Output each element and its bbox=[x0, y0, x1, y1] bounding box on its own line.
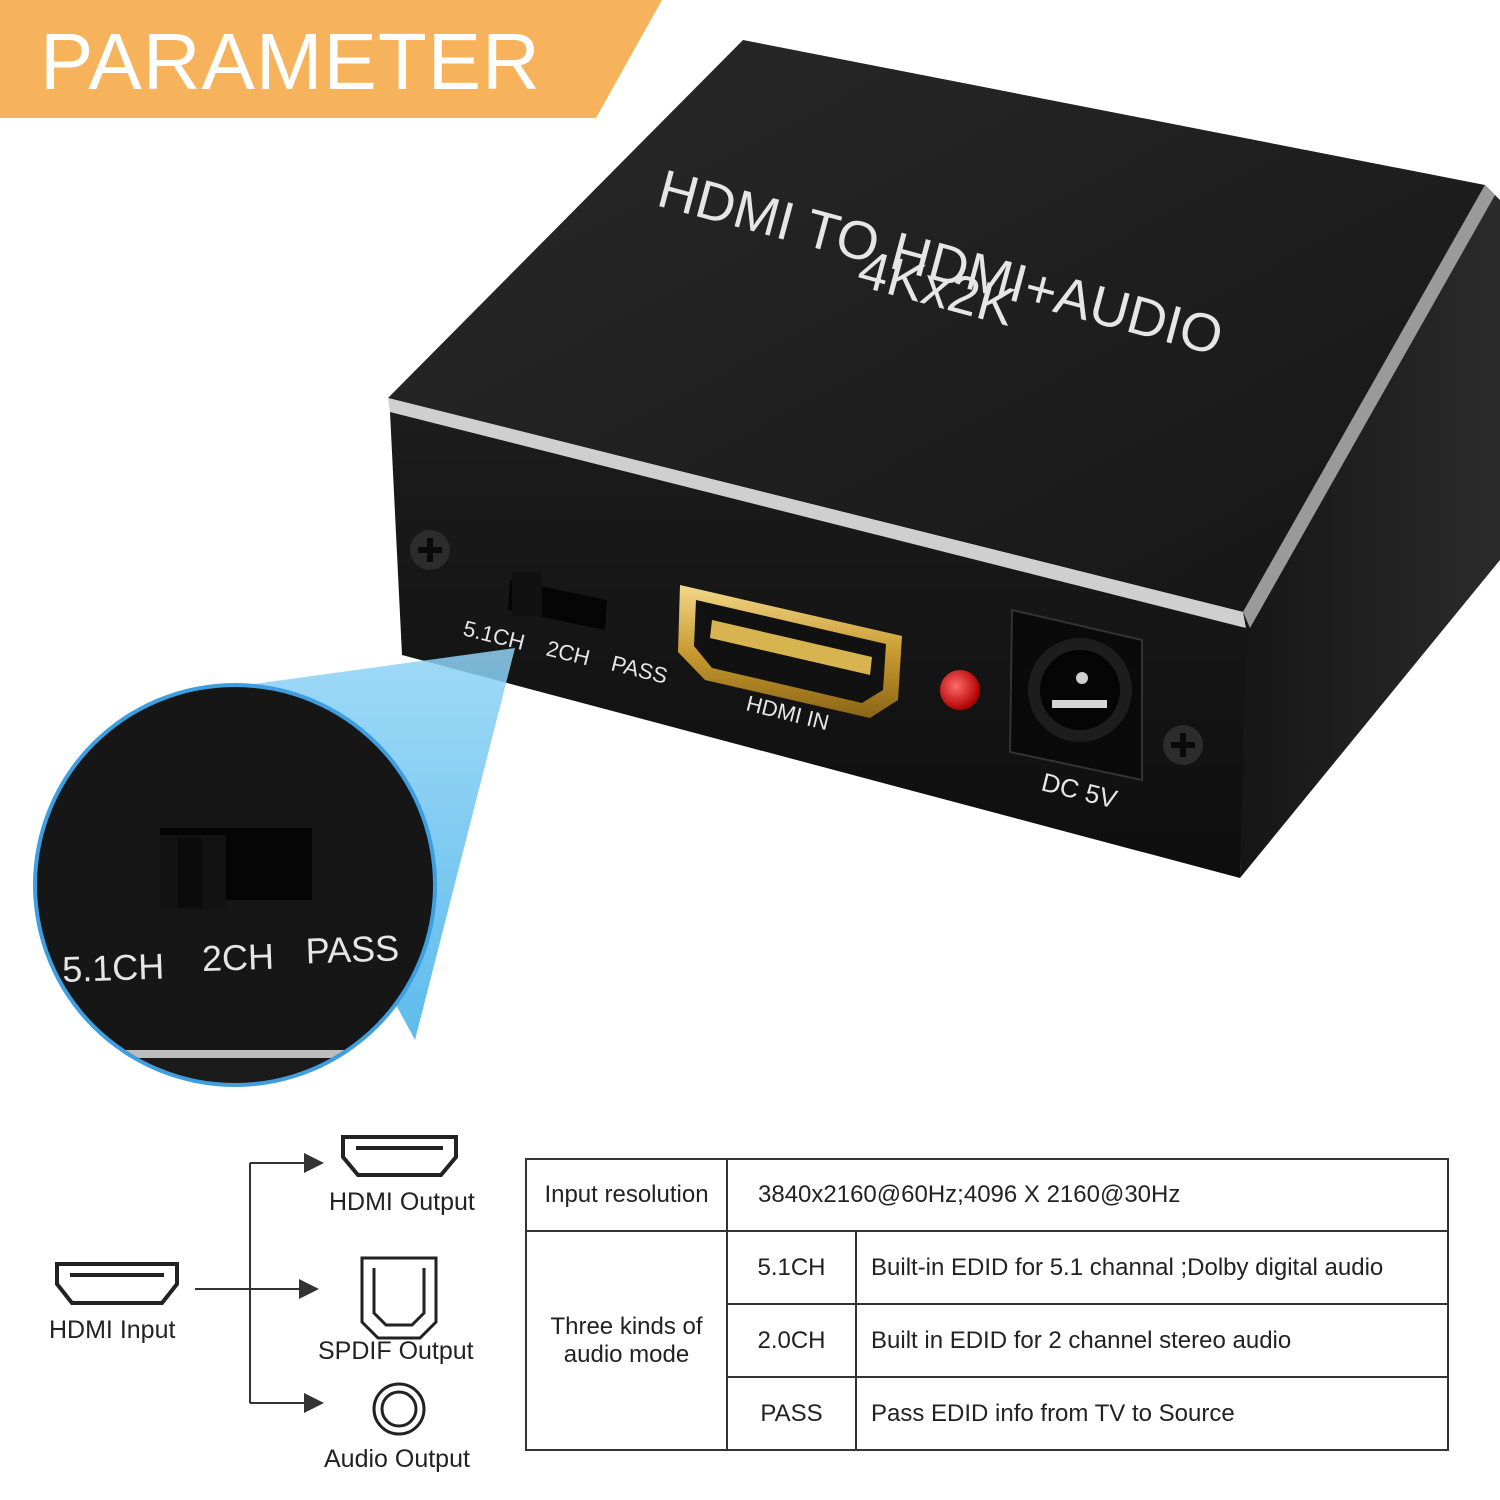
spec-table: Input resolution 3840x2160@60Hz;4096 X 2… bbox=[525, 1158, 1449, 1451]
mode-name: PASS bbox=[726, 1376, 857, 1451]
table-row: Three kinds of audio mode 5.1CH Built-in… bbox=[525, 1230, 1449, 1451]
audio-output-label: Audio Output bbox=[324, 1445, 470, 1473]
audio-output-icon bbox=[372, 1382, 426, 1436]
table-row: Input resolution 3840x2160@60Hz;4096 X 2… bbox=[525, 1158, 1449, 1232]
zoom-switch-label-pass: PASS bbox=[305, 927, 400, 971]
screw-icon-right bbox=[1163, 725, 1203, 765]
zoom-switch-label-2ch: 2CH bbox=[201, 936, 274, 979]
power-led-icon bbox=[940, 670, 980, 710]
parameter-banner bbox=[0, 0, 662, 118]
hdmi-output-label: HDMI Output bbox=[329, 1188, 475, 1216]
mode-switch-icon bbox=[508, 572, 607, 630]
mode-desc: Pass EDID info from TV to Source bbox=[855, 1376, 1449, 1451]
hdmi-input-icon bbox=[55, 1262, 179, 1305]
zoom-switch-label-51: 5.1CH bbox=[62, 945, 165, 990]
audio-mode-label: Three kinds of audio mode bbox=[525, 1230, 728, 1451]
dc-jack-icon bbox=[1008, 608, 1143, 782]
table-row: PASS Pass EDID info from TV to Source bbox=[526, 1376, 1449, 1451]
screw-icon-left bbox=[410, 530, 450, 570]
banner-title: PARAMETER bbox=[40, 17, 541, 106]
table-row: 2.0CH Built in EDID for 2 channel stereo… bbox=[526, 1303, 1449, 1378]
input-resolution-label: Input resolution bbox=[525, 1158, 728, 1232]
mode-name: 2.0CH bbox=[726, 1303, 857, 1378]
input-resolution-value: 3840x2160@60Hz;4096 X 2160@30Hz bbox=[726, 1158, 1449, 1232]
hdmi-port-icon bbox=[678, 585, 902, 718]
spdif-output-label: SPDIF Output bbox=[318, 1337, 474, 1365]
mode-desc: Built in EDID for 2 channel stereo audio bbox=[855, 1303, 1449, 1378]
switch-zoom-circle: 5.1CH 2CH PASS bbox=[33, 683, 437, 1087]
output-diagram bbox=[55, 1135, 458, 1436]
mode-name: 5.1CH bbox=[726, 1230, 857, 1305]
hdmi-input-label: HDMI Input bbox=[49, 1316, 176, 1344]
device-side-face bbox=[1240, 185, 1500, 878]
spdif-output-icon bbox=[360, 1256, 438, 1340]
mode-desc: Built-in EDID for 5.1 channal ;Dolby dig… bbox=[855, 1230, 1449, 1305]
hdmi-audio-extractor-image: HDMI TO HDMI+AUDIO 4Kx2K 5.1CH 2CH PASS … bbox=[33, 40, 1500, 1087]
hdmi-output-icon bbox=[341, 1135, 458, 1177]
device-top-face bbox=[388, 40, 1485, 612]
